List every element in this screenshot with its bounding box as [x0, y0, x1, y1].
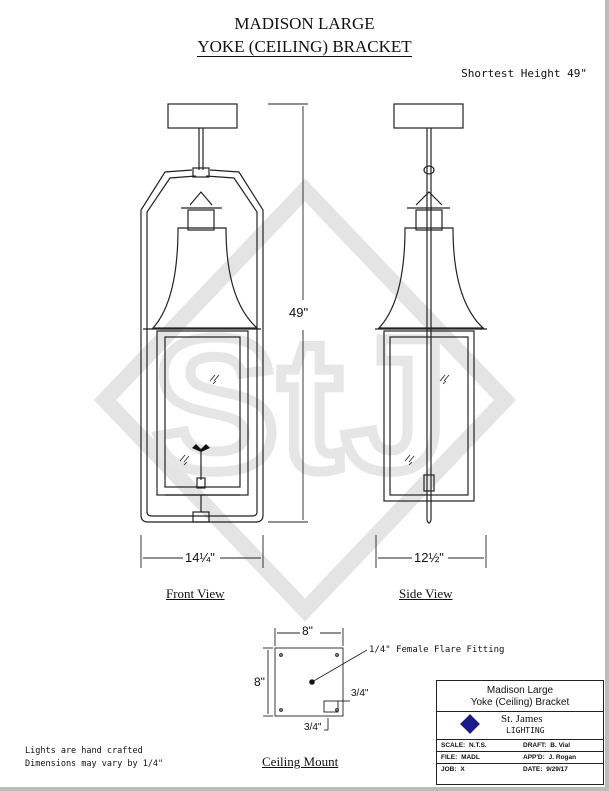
tb-name-line1: Madison Large [486, 685, 554, 696]
front-width-dimension: 14¼" [185, 550, 215, 565]
side-view-drawing [375, 103, 487, 524]
company-sub: LIGHTING [506, 726, 545, 735]
job-label: JOB: [441, 766, 457, 773]
tb-name-line2: Yoke (Ceiling) Bracket [470, 697, 570, 708]
flame-icon [192, 444, 210, 452]
scale-label: SCALE: [441, 742, 466, 749]
mount-width: 8" [302, 624, 313, 638]
ceiling-mount-label: Ceiling Mount [262, 754, 339, 769]
appd-label: APP'D: [523, 754, 545, 761]
title-line2: YOKE (CEILING) BRACKET [197, 37, 412, 57]
scale-value: N.T.S. [469, 742, 487, 749]
page-edge [605, 0, 609, 791]
date-label: DATE: [523, 766, 543, 773]
note: Lights are hand crafted [25, 746, 143, 756]
file-label: FILE: [441, 754, 458, 761]
flare-fitting-callout: 1/4" Female Flare Fitting [369, 645, 505, 655]
offset-vertical: 3/4" [351, 688, 369, 699]
file-value: MADL [461, 754, 480, 761]
draft-value: B. Vial [550, 742, 571, 749]
offset-horizontal: 3/4" [304, 722, 322, 733]
title-block: Madison Large Yoke (Ceiling) Bracket St.… [436, 680, 604, 785]
draft-label: DRAFT: [523, 742, 547, 749]
front-view-drawing [140, 103, 264, 523]
note: Dimensions may vary by 1/4" [25, 759, 164, 769]
company-logo [460, 714, 480, 734]
title-line1: MADISON LARGE [234, 14, 375, 33]
side-view-label: Side View [399, 586, 453, 601]
side-width-dimension: 12½" [414, 550, 444, 565]
mount-height: 8" [254, 675, 265, 689]
shortest-height: Shortest Height 49" [461, 67, 587, 80]
company-name: St. James [501, 713, 543, 725]
job-value: X [460, 766, 465, 773]
notes: Lights are hand crafted Dimensions may v… [25, 745, 163, 771]
appd-value: J. Rogan [548, 754, 577, 761]
date-value: 9/29/17 [546, 766, 568, 773]
front-view-label: Front View [166, 586, 225, 601]
height-dimension: 49" [289, 305, 309, 320]
page-edge [0, 787, 609, 791]
